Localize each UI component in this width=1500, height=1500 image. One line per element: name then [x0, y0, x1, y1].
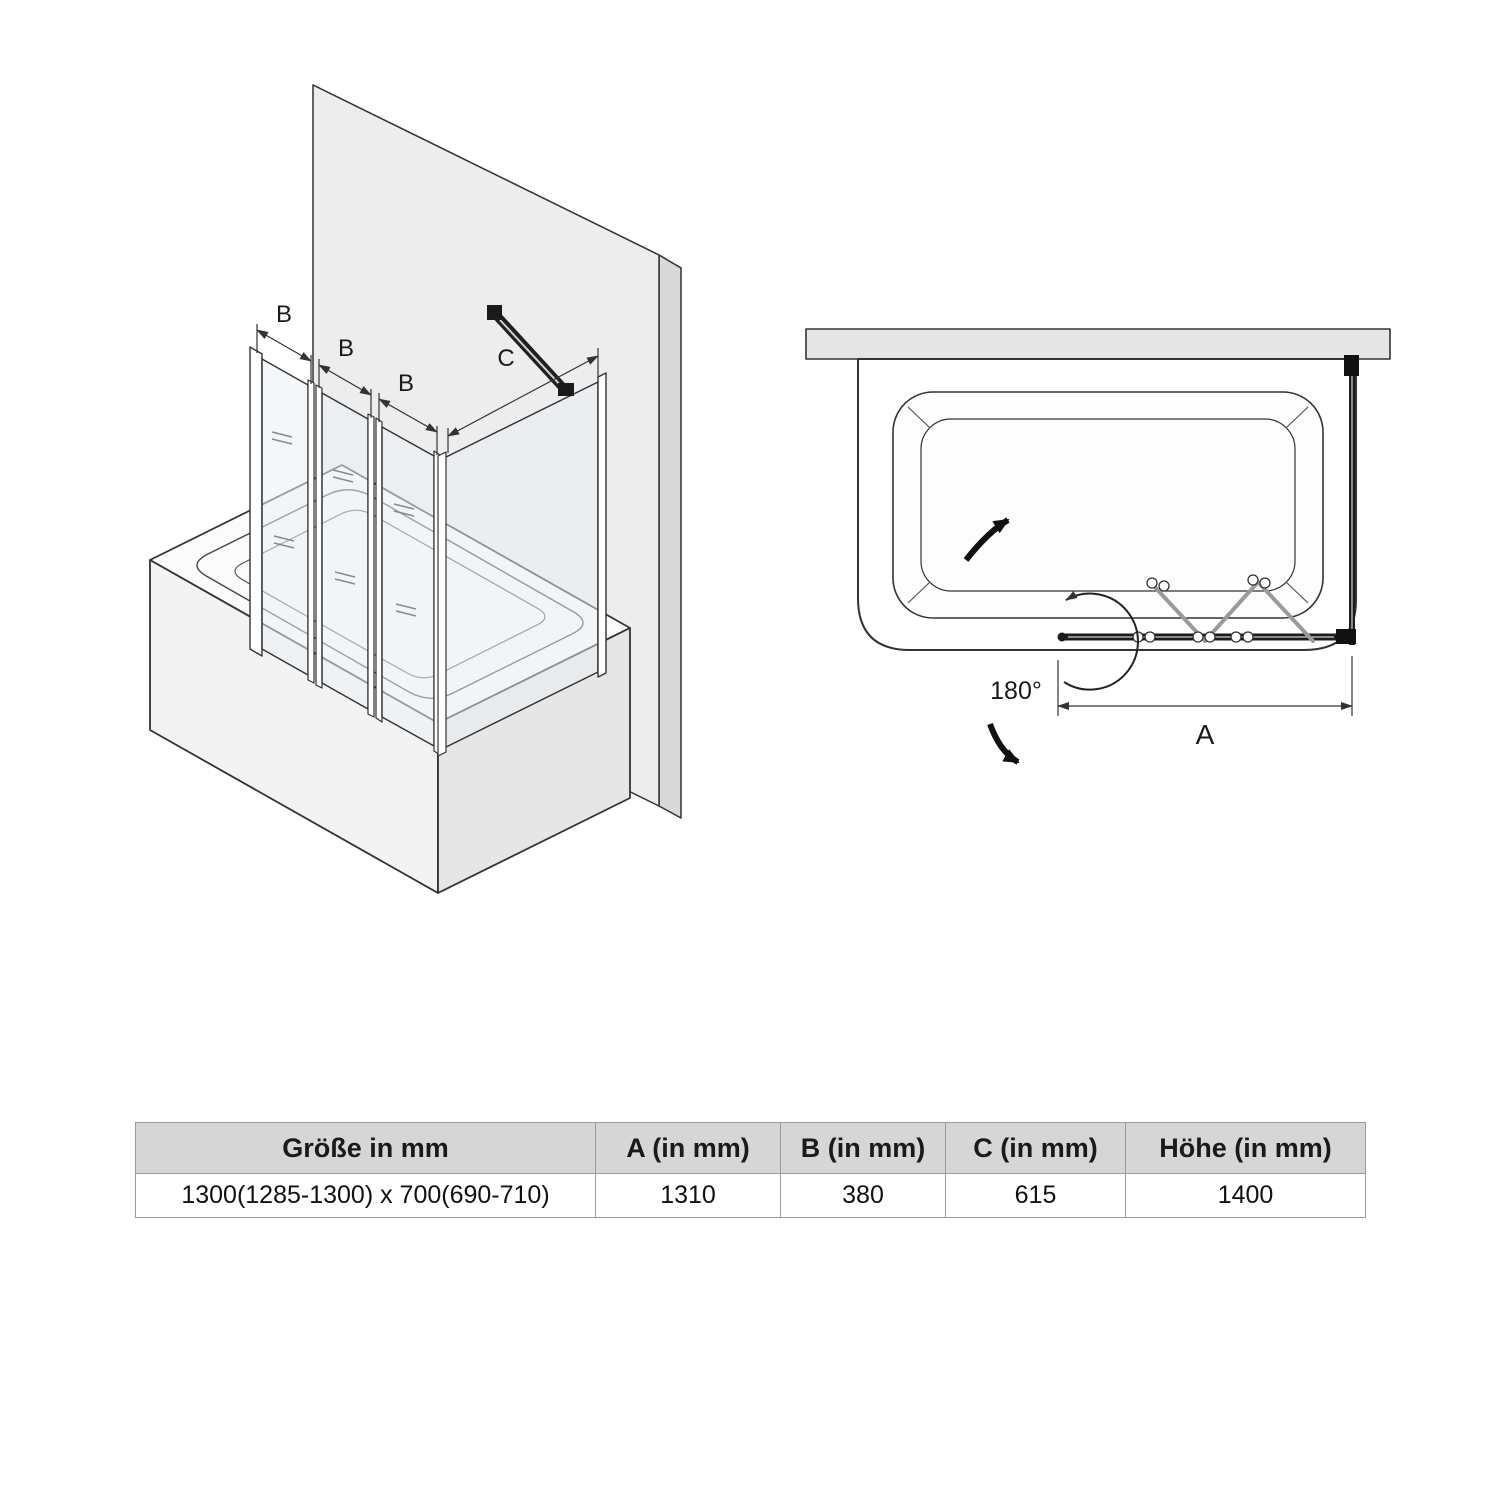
folding-panel-1-glass — [261, 358, 309, 676]
dim-label-b3: B — [398, 370, 414, 397]
tub-basin-plan — [920, 418, 1296, 592]
wall-plan — [805, 328, 1391, 360]
dim-arrow — [447, 355, 599, 437]
folding-panel-3-glass — [381, 426, 435, 747]
table-header-row: Größe in mm A (in mm) B (in mm) C (in mm… — [135, 1122, 1366, 1174]
tub-rim-plan — [892, 391, 1324, 619]
angle-label: 180° — [990, 677, 1042, 705]
folded-panels-zigzag — [1150, 580, 1315, 643]
dim-label-b1: B — [276, 301, 292, 328]
dimension-table: Größe in mm A (in mm) B (in mm) C (in mm… — [135, 1122, 1366, 1218]
cell-height: 1400 — [1125, 1173, 1366, 1218]
dimension-b2: B — [318, 335, 372, 418]
hinge-1-frame-b — [315, 384, 323, 689]
dimension-a: A — [1057, 656, 1353, 750]
cell-size: 1300(1285-1300) x 700(690-710) — [135, 1173, 596, 1218]
screen-plan — [1057, 355, 1359, 645]
glass-reflection-ticks — [271, 431, 417, 617]
dimension-c: C — [447, 345, 599, 453]
wall-bracket-plan — [1344, 355, 1359, 376]
header-size: Größe in mm — [135, 1122, 596, 1174]
plan-view: 180° A — [805, 328, 1391, 765]
folding-panel-2-glass — [321, 392, 369, 710]
hinge-2-frame-a — [367, 413, 375, 718]
header-height: Höhe (in mm) — [1125, 1122, 1366, 1174]
wall-side-face — [658, 254, 682, 819]
dimension-b1: B — [256, 301, 312, 384]
dim-arrow — [256, 329, 312, 362]
dim-label-a: A — [1196, 719, 1215, 750]
cell-b: 380 — [780, 1173, 946, 1218]
folding-screen — [249, 346, 607, 757]
header-b: B (in mm) — [780, 1122, 946, 1174]
table-row: 1300(1285-1300) x 700(690-710) 1310 380 … — [135, 1173, 1366, 1218]
dim-label-b2: B — [338, 335, 354, 362]
side-panel-front-frame — [437, 451, 447, 757]
isometric-view: B B B C — [149, 84, 682, 894]
side-panel-wall-profile — [597, 372, 607, 678]
header-c: C (in mm) — [945, 1122, 1126, 1174]
corner-block-plan — [1336, 629, 1356, 644]
swing-arrow-down — [987, 722, 1020, 765]
dimension-b3: B — [378, 370, 438, 455]
dim-arrow — [318, 364, 372, 396]
dim-arrow — [378, 398, 438, 433]
screen-pivot-cap — [1057, 632, 1067, 642]
rotation-annotation: 180° — [963, 517, 1139, 765]
panel-frame-left — [249, 346, 263, 657]
support-bar-wall-mount — [487, 305, 502, 320]
header-a: A (in mm) — [595, 1122, 781, 1174]
cell-a: 1310 — [595, 1173, 781, 1218]
tub-corner-ticks — [907, 406, 1309, 604]
dim-label-c: C — [497, 345, 514, 372]
swing-arrow-up — [963, 517, 1010, 562]
bathtub-plan — [857, 358, 1357, 651]
cell-c: 615 — [945, 1173, 1126, 1218]
hinge-2-frame-b — [375, 417, 383, 723]
hinge-1-frame-a — [307, 379, 315, 684]
support-bar-clamp — [558, 383, 574, 396]
rotation-arc — [1063, 591, 1139, 691]
